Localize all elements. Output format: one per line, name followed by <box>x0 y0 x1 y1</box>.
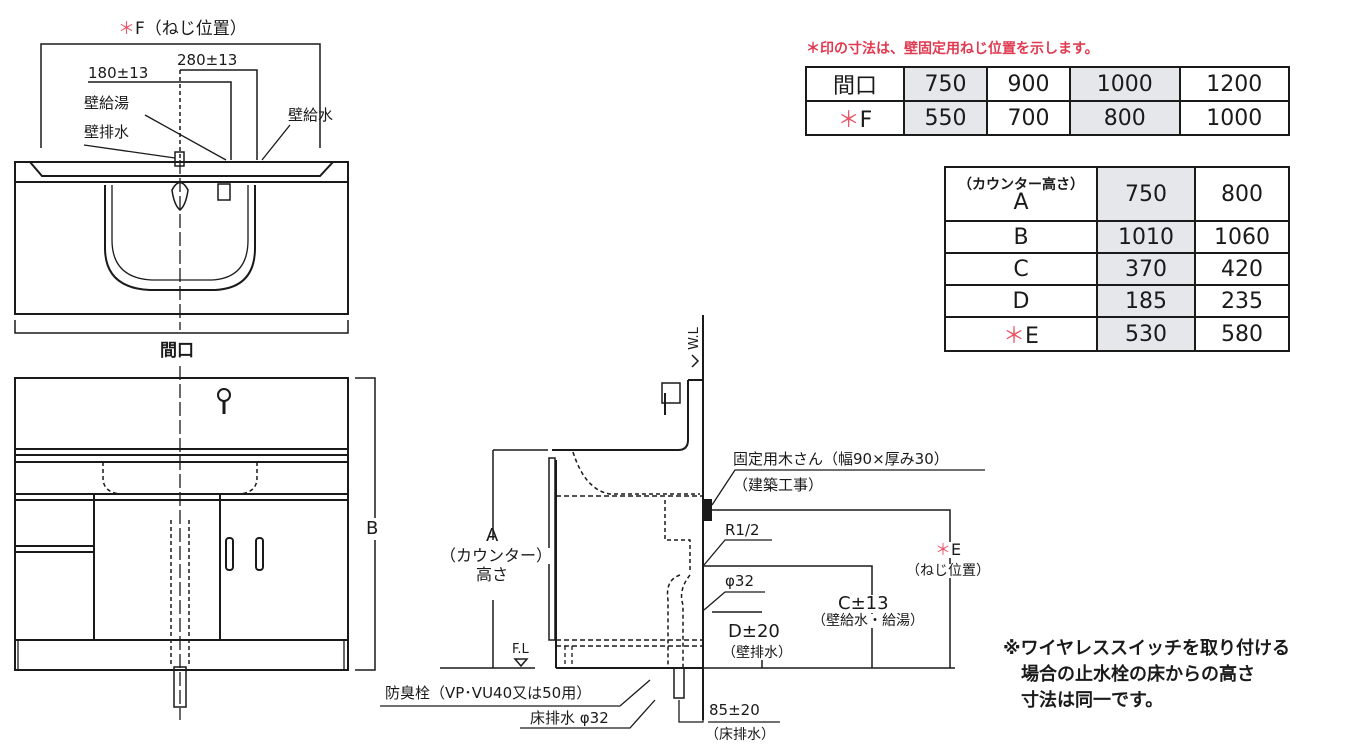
counter-height-header: （カウンター高さ） <box>958 177 1084 193</box>
floor-line-label: F.L <box>512 642 529 657</box>
table-cell: 750 <box>902 66 989 102</box>
front-view <box>14 366 376 720</box>
dim-180: 180±13 <box>88 64 149 82</box>
table-cell: 370 <box>1096 252 1196 286</box>
height-b-label: B <box>366 518 379 540</box>
dim-280: 280±13 <box>177 51 238 69</box>
wireless-switch-note: ※ワイヤレススイッチを取り付ける 場合の止水栓の床からの高さ 寸法は同一です。 <box>1003 636 1290 714</box>
row-header: ＊F <box>805 100 905 136</box>
floor-drain-label: 床排水 φ32 <box>530 709 609 727</box>
f-screw-position-label: ＊F（ねじ位置） <box>118 19 247 39</box>
table-cell: 185 <box>1096 284 1196 318</box>
table-row: C 370 420 <box>944 252 1290 286</box>
table-cell: 550 <box>902 100 989 136</box>
table-cell: 1010 <box>1096 220 1196 254</box>
width-label: 間口 <box>160 341 194 361</box>
phi32-label: φ32 <box>725 572 754 590</box>
table-cell: 800 <box>1194 166 1290 222</box>
r-half-label: R1/2 <box>725 521 760 539</box>
table-cell: 700 <box>986 100 1072 136</box>
height-label: 高さ <box>476 565 509 584</box>
table-cell: 1000 <box>1069 66 1181 102</box>
c-dimension-sub-label: （壁給水・給湯） <box>812 613 924 629</box>
table-row: 間口 750 900 1000 1200 <box>805 66 1291 102</box>
row-header: ＊E <box>944 316 1098 352</box>
star-icon: ＊ <box>1003 324 1026 349</box>
counter-label: （カウンター） <box>440 546 553 565</box>
c-dimension-label: C±13 <box>838 593 889 614</box>
row-header: C <box>944 252 1098 286</box>
table-cell: 900 <box>986 66 1072 102</box>
dim-85-sub-label: （床排水） <box>705 727 775 743</box>
table-cell: 420 <box>1194 252 1290 286</box>
table-cell: 1000 <box>1178 100 1291 136</box>
screw-position-note: ＊印の寸法は、壁固定用ねじ位置を示します。 <box>806 41 1099 57</box>
table-cell: 530 <box>1096 316 1196 352</box>
row-header: B <box>944 220 1098 254</box>
table-row: B 1010 1060 <box>944 220 1290 254</box>
note-line: 寸法は同一です。 <box>1021 690 1164 711</box>
table-row: ＊E 530 580 <box>944 316 1290 352</box>
table-cell: 580 <box>1194 316 1290 352</box>
dim-85-label: 85±20 <box>709 701 760 719</box>
e-screw-sub-label: （ねじ位置） <box>906 563 990 579</box>
plan-view <box>14 43 349 334</box>
note-line: ※ワイヤレススイッチを取り付ける <box>1003 638 1290 659</box>
table-row: ＊F 550 700 800 1000 <box>805 100 1291 136</box>
height-dimension-table: （カウンター高さ）A 750 800 B 1010 1060 C 370 420… <box>944 166 1290 352</box>
d-dimension-sub-label: （壁排水） <box>722 645 792 661</box>
table-cell: 1200 <box>1178 66 1291 102</box>
table-cell: 1060 <box>1194 220 1290 254</box>
star-icon: ＊ <box>837 108 860 133</box>
row-header: （カウンター高さ）A <box>944 166 1098 222</box>
table-row: D 185 235 <box>944 284 1290 318</box>
table-cell: 800 <box>1069 100 1181 136</box>
star-icon: ＊ <box>935 540 952 559</box>
d-dimension-label: D±20 <box>728 621 780 642</box>
fixing-wood-label: 固定用木さん（幅90×厚み30） <box>733 450 949 468</box>
star-icon: ＊ <box>118 19 135 39</box>
row-header: 間口 <box>805 66 905 102</box>
wall-hot-water-label: 壁給湯 <box>84 94 130 112</box>
odor-trap-label: 防臭栓（VP･VU40又は50用） <box>385 684 592 702</box>
wall-water-label: 壁給水 <box>288 106 334 124</box>
side-view <box>380 315 985 729</box>
counter-height-a-label: A <box>486 525 499 546</box>
table-row: （カウンター高さ）A 750 800 <box>944 166 1290 222</box>
water-line-label: W.L <box>686 327 702 350</box>
note-line: 場合の止水栓の床からの高さ <box>1021 664 1255 685</box>
row-header: D <box>944 284 1098 318</box>
width-screw-table: 間口 750 900 1000 1200 ＊F 550 700 800 1000 <box>805 66 1291 136</box>
table-cell: 750 <box>1096 166 1196 222</box>
table-cell: 235 <box>1194 284 1290 318</box>
wall-drain-label: 壁排水 <box>84 123 130 141</box>
e-screw-label: ＊E <box>935 540 962 559</box>
construction-work-label: （建築工事） <box>733 476 824 494</box>
